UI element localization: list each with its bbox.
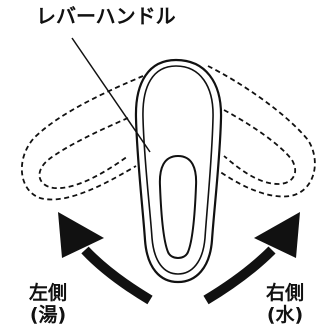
lever-handle-inner-rim [142, 65, 214, 275]
left-side-hot-label: 左側 (湯) [18, 284, 78, 325]
left-side-label: 左側 [28, 282, 67, 304]
lever-handle-outer [134, 58, 223, 284]
callout-leader-line [71, 37, 151, 153]
lever-handle [134, 58, 223, 284]
right-side-cold-label: 右側 (水) [255, 284, 315, 325]
cold-water-label: (水) [266, 304, 304, 326]
hot-water-label: (湯) [29, 304, 67, 326]
right-rotation-arrow-icon [203, 212, 300, 305]
lever-left-position-outline [21, 75, 144, 201]
lever-right-position-outline [207, 65, 316, 198]
right-side-label: 右側 [265, 282, 304, 304]
lever-handle-callout-label: レバーハンドル [36, 4, 176, 28]
lever-handle-grip-slot [158, 154, 198, 259]
left-rotation-arrow-icon [58, 212, 153, 305]
